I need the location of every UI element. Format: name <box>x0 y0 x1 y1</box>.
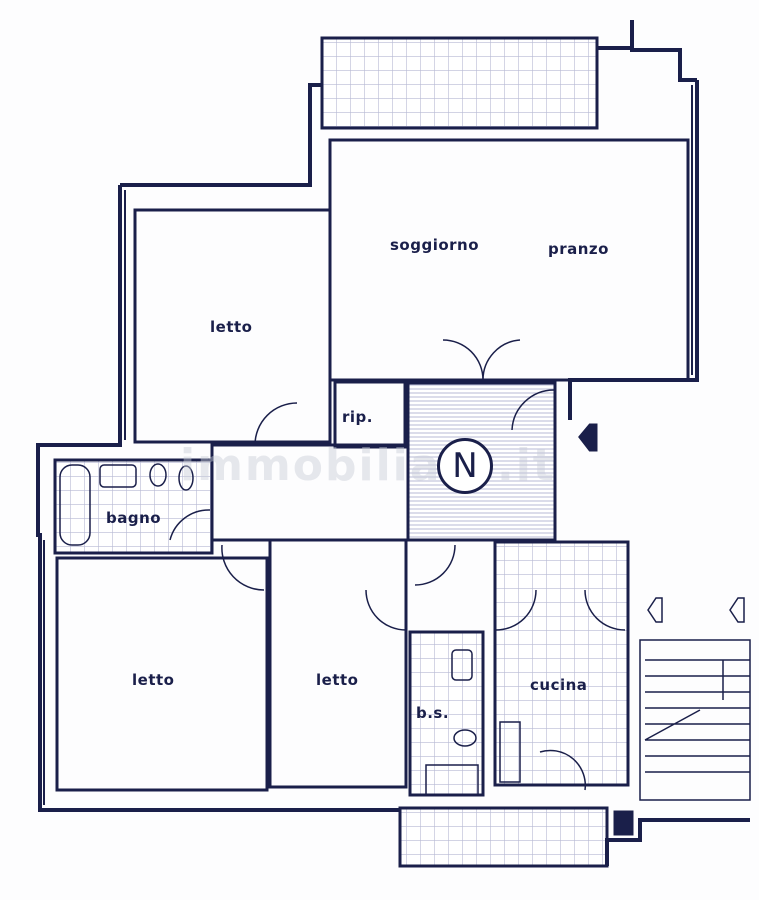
letto-left-room <box>55 556 269 792</box>
rip-room <box>333 380 407 449</box>
room-label-cucina: cucina <box>530 676 588 694</box>
cucina-room <box>493 540 630 787</box>
room-label-bagno: bagno <box>106 509 162 527</box>
room-label-pranzo: pranzo <box>548 240 609 258</box>
room-label-letto-top: letto <box>210 318 253 336</box>
landing-arrow-icon <box>647 597 745 623</box>
room-label-soggiorno: soggiorno <box>390 236 480 254</box>
room-label-rip: rip. <box>342 408 373 426</box>
meter-box <box>613 810 634 836</box>
balcony-top <box>320 36 599 130</box>
entry-arrow-icon <box>578 423 598 452</box>
outer-wall <box>36 20 750 866</box>
bs-room <box>408 630 485 797</box>
watermark: immobiliare.it <box>180 440 556 491</box>
staircase <box>639 639 751 801</box>
corridor <box>210 443 410 542</box>
letto-top-room <box>133 208 332 444</box>
soggiorno-room <box>328 138 690 382</box>
north-arrow-icon: N <box>437 438 493 494</box>
room-label-bs: b.s. <box>416 704 450 722</box>
letto-middle-room <box>268 538 408 789</box>
room-label-letto-left: letto <box>132 671 175 689</box>
outer-wall-inner <box>43 85 693 805</box>
room-label-letto-middle: letto <box>316 671 359 689</box>
balcony-bottom <box>398 806 609 868</box>
bathroom-fixtures <box>59 463 521 796</box>
door-swings <box>169 339 626 791</box>
